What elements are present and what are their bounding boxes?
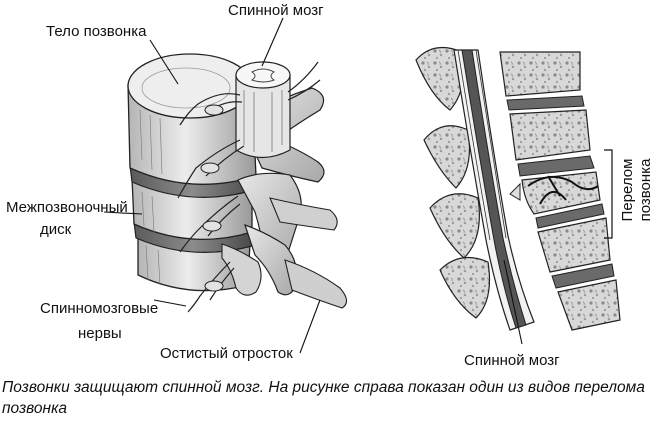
label-spinous-process: Остистый отросток [160,345,293,362]
label-nerves-line1: Спинномозговые [40,300,159,317]
label-nerves-line2: нервы [78,325,122,342]
label-fracture-line2: позвонка [637,158,654,221]
caption-line1: Позвонки защищают спинной мозг. На рисун… [2,379,645,396]
label-vertebra-fracture: Перелом позвонка [618,150,658,230]
spine-section [415,46,621,331]
figure-caption: Позвонки защищают спинной мозг. На рисун… [2,377,657,419]
label-fracture-line1: Перелом [619,159,636,222]
label-disc-line2: диск [40,221,72,238]
spine-illustration [103,17,621,354]
label-vertebral-body: Тело позвонка [46,23,147,40]
label-spinal-cord-bottom: Спинной мозг [464,352,560,369]
label-spinal-cord-top: Спинной мозг [228,2,324,19]
label-disc-line1: Межпозвоночный [6,199,128,216]
vertebrae-3d [127,53,348,313]
caption-line2: позвонка [2,400,68,417]
